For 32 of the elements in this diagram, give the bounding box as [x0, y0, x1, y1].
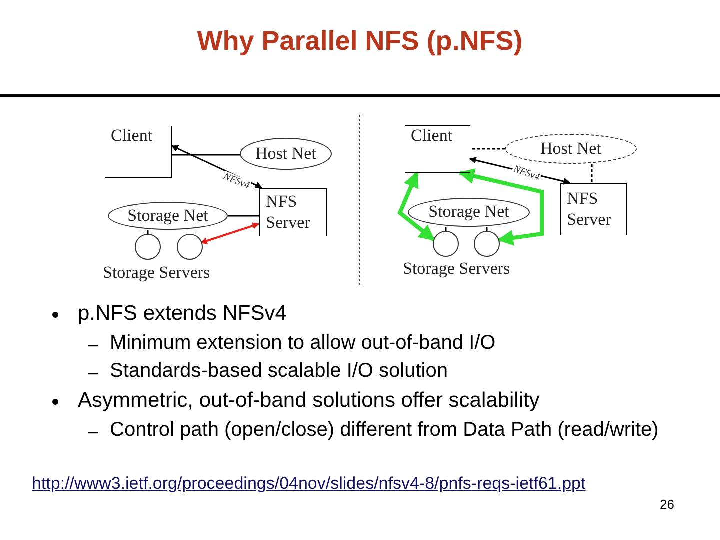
sub-bullet-text: Standards-based scalable I/O solution [110, 360, 448, 383]
arrow [200, 222, 260, 244]
sub-bullet-text: Minimum extension to allow out-of-band I/O [110, 332, 496, 355]
sub-bullet-text: Control path (open/close) different from Data Path (read/write) [110, 419, 660, 441]
bullet-text: Asymmetric, out-of-band solutions offer scalability [78, 389, 540, 413]
network-ellipse: Storage Net [408, 198, 530, 227]
page-number: 26 [660, 497, 674, 512]
connector-line [228, 215, 259, 217]
slide-title: Why Parallel NFS (p.NFS) [196, 26, 524, 57]
caption-text: Storage Servers [103, 263, 210, 283]
client-box: Client [105, 126, 172, 178]
arrow [398, 172, 436, 242]
storage-server-circle [474, 231, 500, 257]
connector-line [445, 227, 447, 231]
client-box: Client [405, 125, 470, 173]
network-ellipse: Host Net [505, 134, 637, 164]
storage-server-circle [177, 234, 203, 260]
arrow [458, 168, 544, 246]
storage-server-circle [135, 234, 161, 260]
storage-server-circle [433, 231, 459, 257]
network-ellipse: Storage Net [108, 202, 228, 230]
server-box: NFS Server [560, 183, 627, 235]
connector-line [147, 230, 149, 234]
caption-text: Storage Servers [403, 259, 510, 279]
connector-line [591, 164, 593, 183]
source-link: http://www3.ietf.org/proceedings/04nov/slides/nfsv4-8/pnfs-reqs-ietf61.ppt [32, 474, 586, 494]
connector-line [486, 227, 488, 231]
network-ellipse: Host Net [240, 138, 332, 170]
connector-line [172, 154, 240, 156]
server-box: NFS Server [259, 188, 327, 236]
connector-line [470, 148, 505, 150]
bullet-text: p.NFS extends NFSv4 [78, 302, 287, 326]
